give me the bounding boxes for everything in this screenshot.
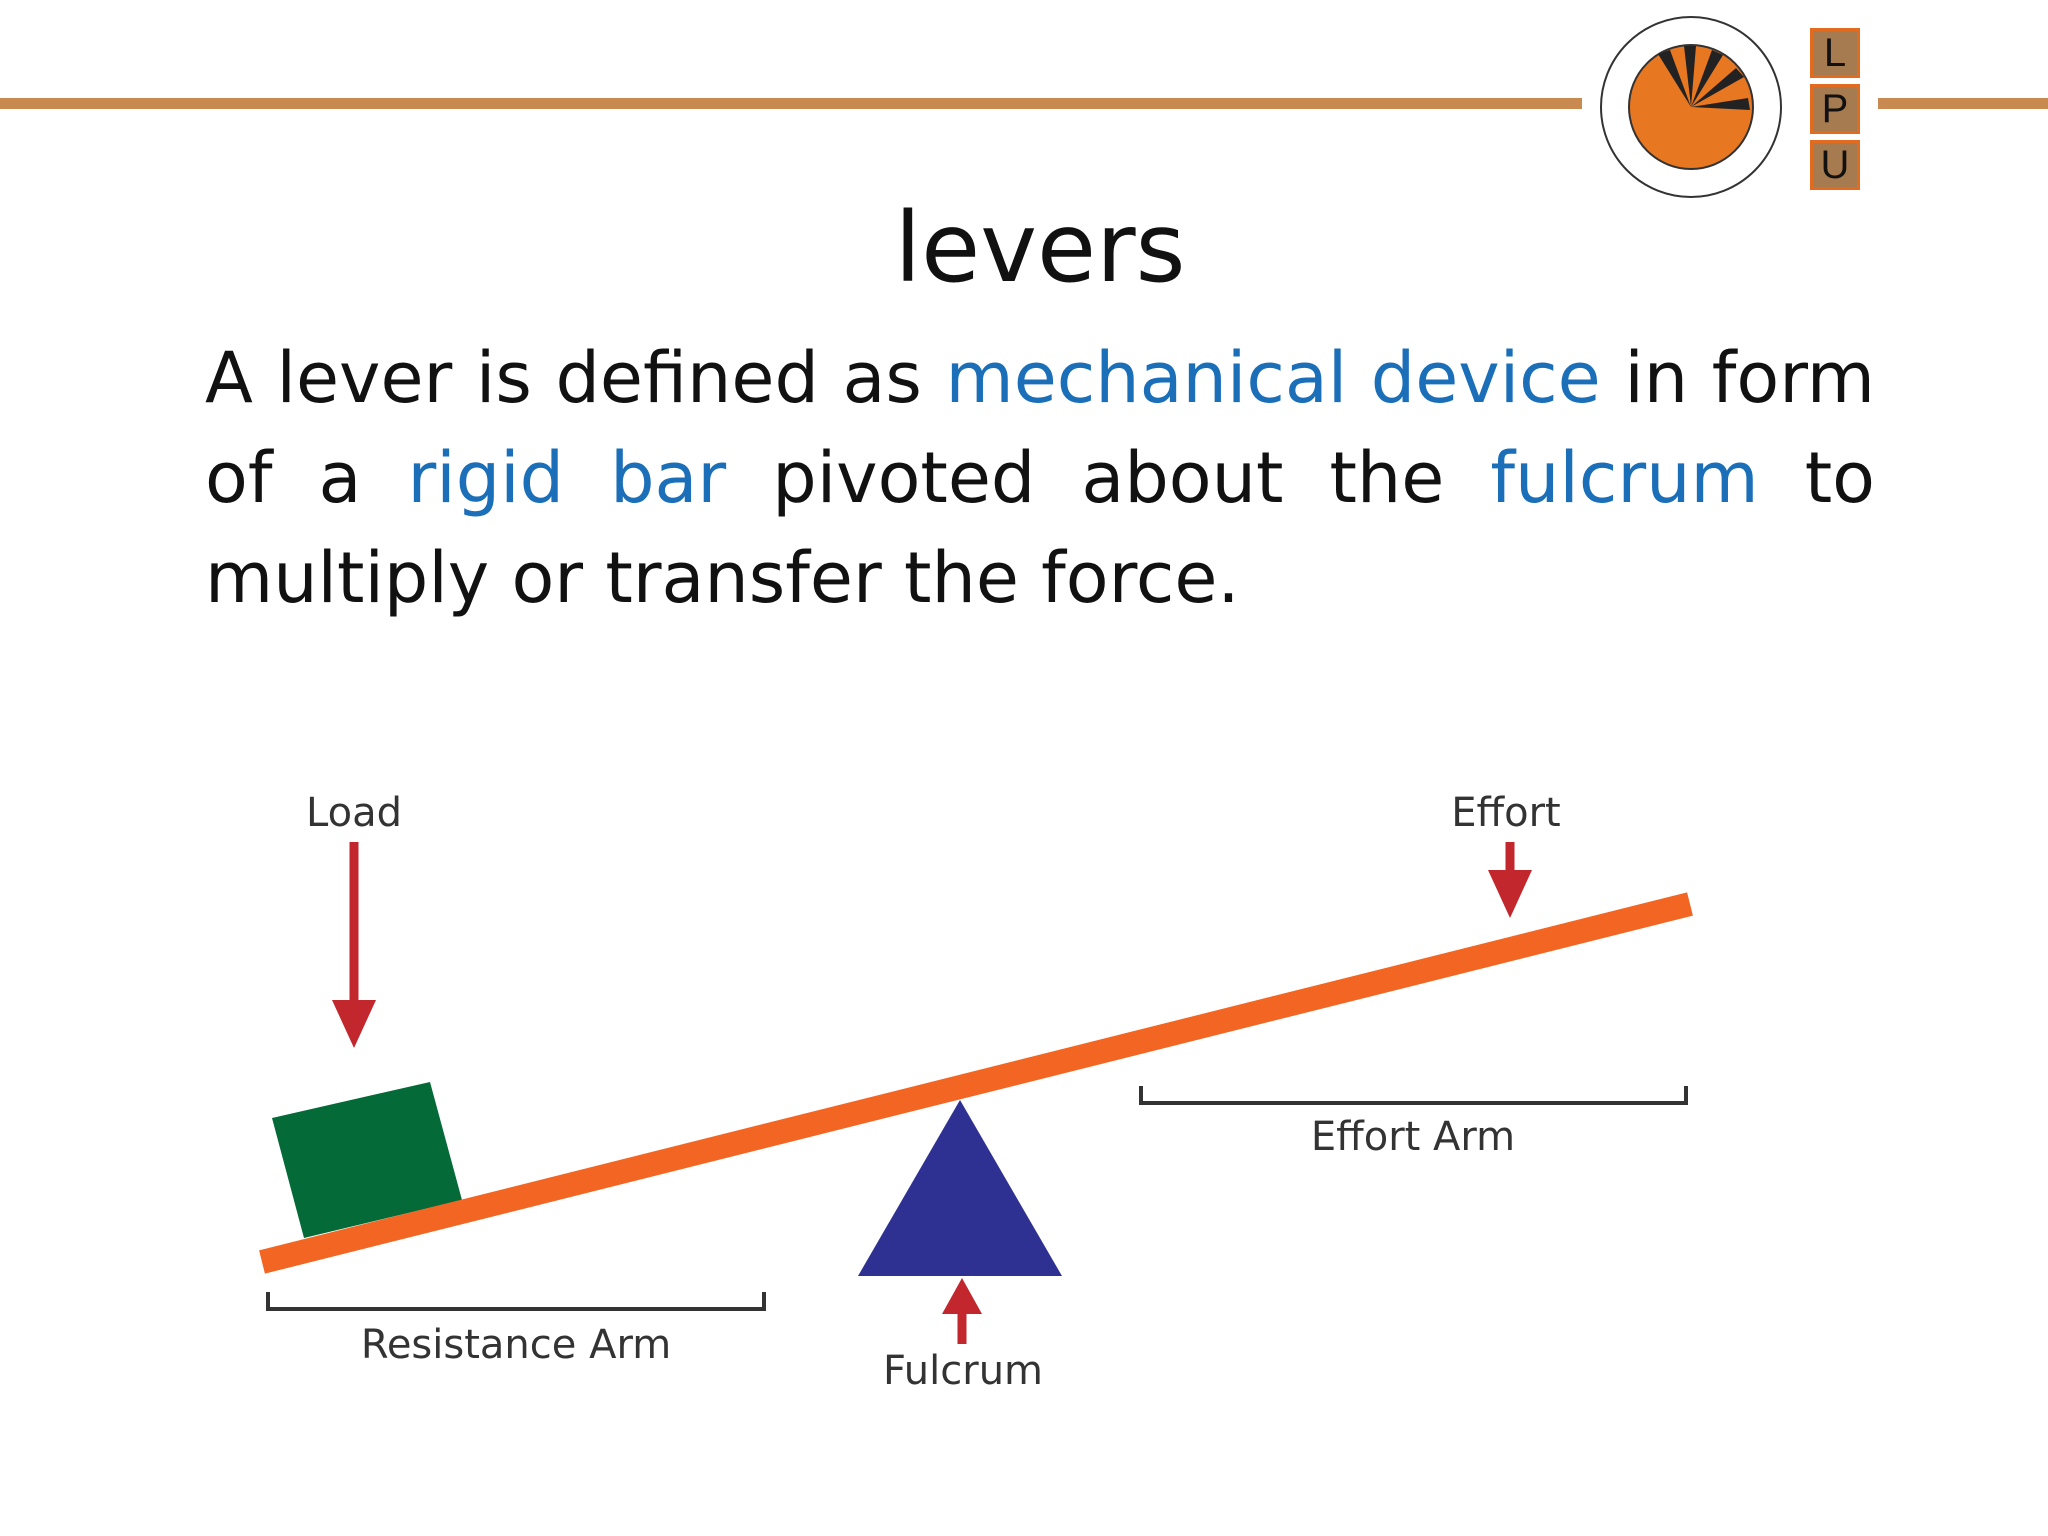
header-rule-left xyxy=(0,98,1582,109)
university-logo: L P U xyxy=(1598,14,1868,204)
definition-paragraph: A lever is defined as mechanical device … xyxy=(205,328,1875,628)
university-seal-icon xyxy=(1600,16,1782,198)
effort-arm-bracket xyxy=(1139,1086,1688,1105)
slide-title: levers xyxy=(894,192,1186,304)
definition-text-3: pivoted about the xyxy=(726,437,1491,519)
fulcrum-label: Fulcrum xyxy=(883,1348,1043,1394)
logo-letter-u: U xyxy=(1810,140,1860,190)
fulcrum-triangle xyxy=(858,1100,1062,1276)
highlight-fulcrum: fulcrum xyxy=(1490,437,1759,519)
highlight-rigid-bar: rigid bar xyxy=(407,437,727,519)
lever-bar xyxy=(259,892,1693,1274)
load-arrow-icon xyxy=(332,842,376,1048)
fulcrum-arrow-icon xyxy=(942,1278,982,1344)
load-label: Load xyxy=(306,790,402,836)
resistance-arm-bracket xyxy=(266,1292,766,1311)
logo-letter-l: L xyxy=(1810,28,1860,78)
header-rule-right xyxy=(1878,98,2048,109)
logo-letter-p: P xyxy=(1810,84,1860,134)
definition-text-4: to multiply or transfer the force. xyxy=(205,437,1876,619)
load-block xyxy=(272,1082,462,1238)
effort-label: Effort xyxy=(1451,790,1560,836)
effort-arrow-icon xyxy=(1488,842,1532,918)
definition-text-1: A lever is defined as xyxy=(205,337,946,419)
effort-arm-label: Effort Arm xyxy=(1311,1114,1515,1160)
highlight-mechanical-device: mechanical device xyxy=(945,337,1601,419)
definition-text-2: in form of a xyxy=(205,337,1875,519)
resistance-arm-label: Resistance Arm xyxy=(361,1322,671,1368)
logo-letters: L P U xyxy=(1810,28,1862,196)
